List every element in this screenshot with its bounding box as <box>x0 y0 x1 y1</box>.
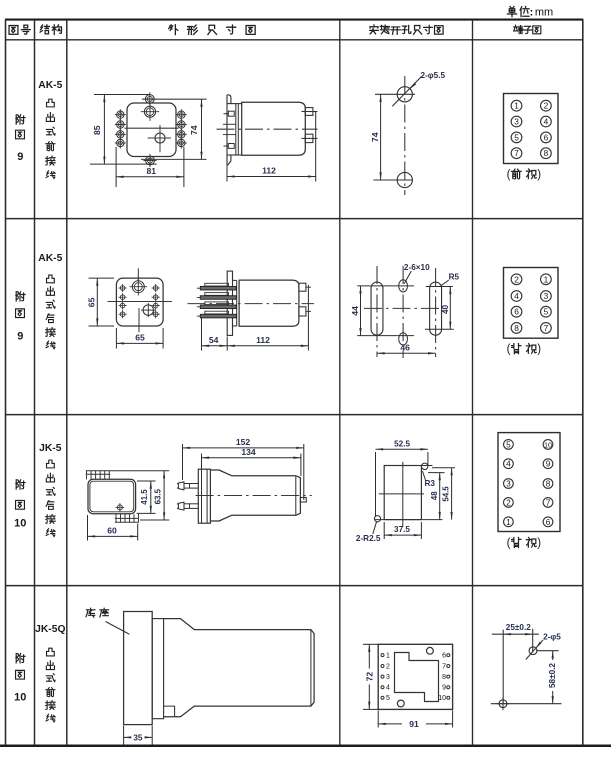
svg-text:4: 4 <box>514 291 519 301</box>
svg-text:4: 4 <box>506 459 511 469</box>
svg-text:5: 5 <box>544 307 549 317</box>
svg-text:8: 8 <box>544 148 549 158</box>
svg-text:R3: R3 <box>424 479 435 488</box>
svg-text:7: 7 <box>514 148 519 158</box>
svg-text:mm: mm <box>535 7 553 19</box>
svg-text:10: 10 <box>14 692 26 704</box>
svg-text:5: 5 <box>506 439 511 449</box>
svg-text:65: 65 <box>135 333 145 343</box>
svg-text:(: ( <box>507 344 511 356</box>
svg-text:37.5: 37.5 <box>394 525 410 534</box>
svg-text:48: 48 <box>430 491 439 500</box>
svg-text:9: 9 <box>17 331 23 343</box>
svg-text:AK-5: AK-5 <box>38 253 62 264</box>
svg-text:9: 9 <box>442 685 446 692</box>
svg-text:1: 1 <box>544 274 549 284</box>
svg-text:AK-5: AK-5 <box>38 80 62 91</box>
svg-text:35: 35 <box>133 733 143 742</box>
svg-text:10: 10 <box>438 695 446 702</box>
svg-text:4: 4 <box>386 685 390 692</box>
svg-text:2: 2 <box>544 101 549 111</box>
svg-text:(: ( <box>507 169 511 181</box>
svg-text:2-φ5: 2-φ5 <box>543 633 561 642</box>
svg-text:25±0.2: 25±0.2 <box>506 623 531 632</box>
svg-text:1: 1 <box>386 653 390 660</box>
svg-text:JK-5Q: JK-5Q <box>35 624 65 635</box>
svg-text:152: 152 <box>236 437 251 447</box>
svg-text:7: 7 <box>546 497 551 507</box>
svg-text:8: 8 <box>514 323 519 333</box>
svg-text:74: 74 <box>189 125 199 135</box>
svg-text:9: 9 <box>546 459 551 469</box>
svg-text:JK-5: JK-5 <box>39 443 62 454</box>
svg-text:65: 65 <box>86 297 96 307</box>
svg-text:10: 10 <box>544 440 552 449</box>
svg-text:(: ( <box>507 537 511 549</box>
svg-text:7: 7 <box>544 323 549 333</box>
svg-text:2: 2 <box>506 497 511 507</box>
svg-text:6: 6 <box>544 132 549 142</box>
svg-text:112: 112 <box>256 335 270 345</box>
svg-text:9: 9 <box>17 151 23 163</box>
svg-text:2-6×10: 2-6×10 <box>404 263 430 272</box>
svg-text:134: 134 <box>241 447 256 457</box>
svg-text:5: 5 <box>386 695 390 702</box>
svg-text:): ) <box>537 537 541 549</box>
svg-text:): ) <box>537 344 541 356</box>
svg-text:54.5: 54.5 <box>442 486 451 502</box>
svg-text:6: 6 <box>514 307 519 317</box>
svg-text:R5: R5 <box>449 272 460 281</box>
svg-text:60: 60 <box>107 525 117 535</box>
svg-text:40: 40 <box>441 305 450 315</box>
svg-text:91: 91 <box>409 719 419 729</box>
svg-text:8: 8 <box>442 674 446 681</box>
svg-text:8: 8 <box>546 478 551 488</box>
svg-text:52.5: 52.5 <box>394 439 410 448</box>
svg-text:3: 3 <box>506 478 511 488</box>
svg-text:): ) <box>537 169 541 181</box>
svg-text:10: 10 <box>14 517 26 529</box>
svg-text:63.5: 63.5 <box>153 488 162 504</box>
svg-text:46: 46 <box>400 342 410 352</box>
svg-text:54: 54 <box>209 335 219 345</box>
svg-text:41.5: 41.5 <box>140 489 149 505</box>
svg-text::: : <box>530 7 534 19</box>
svg-text:72: 72 <box>364 672 374 682</box>
svg-text:4: 4 <box>544 116 549 126</box>
svg-text:2: 2 <box>386 664 390 671</box>
svg-text:3: 3 <box>544 291 549 301</box>
svg-text:58±0.2: 58±0.2 <box>548 663 557 688</box>
svg-text:6: 6 <box>442 653 446 660</box>
svg-text:2-φ5.5: 2-φ5.5 <box>421 71 446 80</box>
svg-text:7: 7 <box>442 664 446 671</box>
svg-text:2-R2.5: 2-R2.5 <box>356 534 381 543</box>
svg-text:74: 74 <box>370 132 380 142</box>
svg-text:1: 1 <box>506 517 511 527</box>
svg-text:1: 1 <box>514 101 519 111</box>
svg-text:44: 44 <box>350 306 360 316</box>
svg-text:112: 112 <box>262 166 276 176</box>
svg-text:3: 3 <box>514 116 519 126</box>
svg-text:2: 2 <box>514 274 519 284</box>
svg-text:5: 5 <box>514 132 519 142</box>
svg-text:6: 6 <box>546 517 551 527</box>
svg-text:85: 85 <box>92 125 102 135</box>
svg-text:81: 81 <box>147 166 157 176</box>
svg-text:3: 3 <box>386 674 390 681</box>
